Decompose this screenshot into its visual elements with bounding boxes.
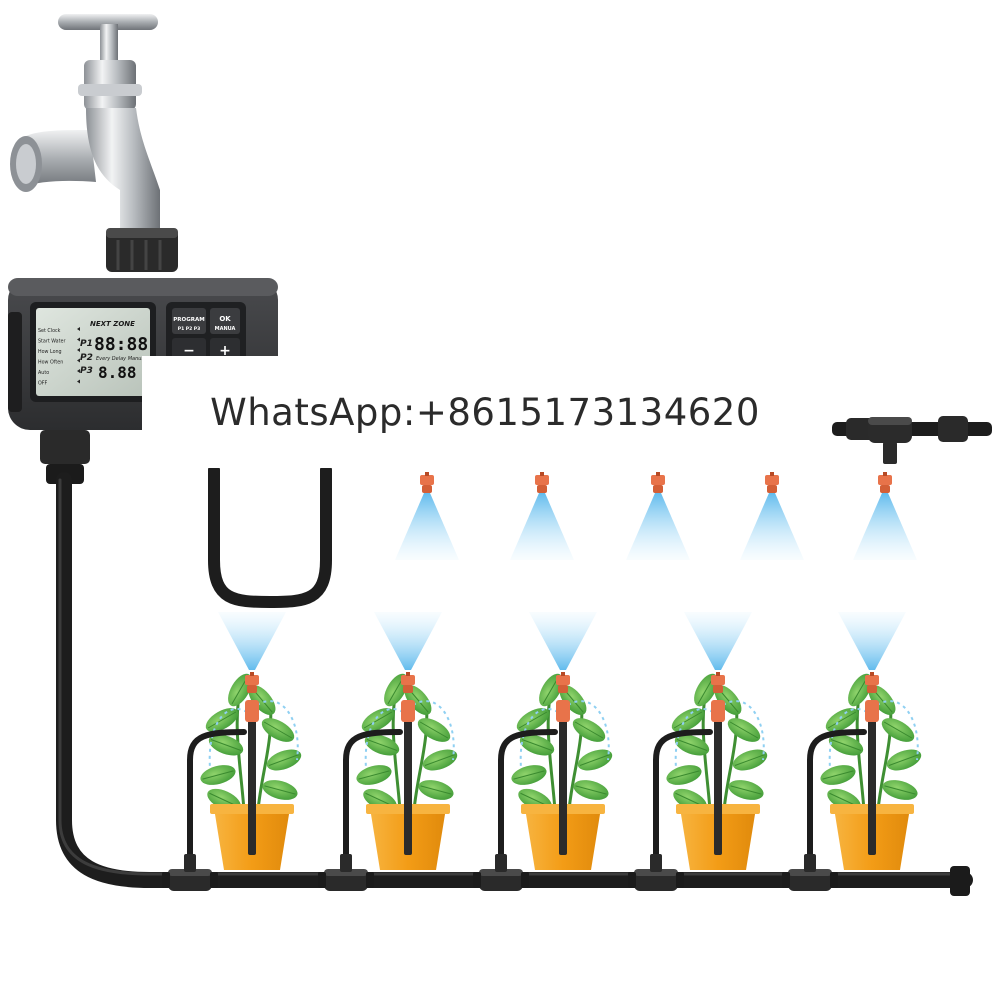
drip-stake-icon — [711, 672, 725, 855]
lcd-next-zone: NEXT ZONE — [90, 320, 135, 328]
leaf-icon — [725, 776, 767, 804]
drip-stake-icon — [401, 672, 415, 855]
spray-icon — [374, 612, 442, 670]
lcd-menu-item: OFF — [38, 381, 48, 387]
spray-icon — [853, 493, 917, 560]
mist-nozzle-icon — [510, 472, 574, 560]
mist-nozzle-icon — [626, 472, 690, 560]
leaf-icon — [817, 761, 859, 789]
leaf-icon — [663, 761, 705, 789]
program-button-label: PROGRAM — [173, 317, 204, 323]
leaf-icon — [879, 776, 921, 804]
program-button-sublabel: P1 P2 P3 — [178, 326, 200, 332]
potted-plant-icon — [782, 612, 925, 891]
spray-icon — [838, 612, 906, 670]
drip-stake-icon — [556, 672, 570, 855]
lcd-arrow-icon — [77, 379, 80, 384]
tee-connector-icon — [162, 854, 218, 891]
plus-button-label: + — [219, 343, 231, 359]
spray-icon — [626, 493, 690, 560]
potted-plant-icon — [628, 612, 771, 891]
lcd-arrow-icon — [77, 369, 80, 373]
tee-connector-icon — [868, 417, 912, 464]
feeder-tube — [807, 729, 867, 865]
lcd-digits-p3: 8.88 — [98, 363, 137, 382]
tee-connector-icon — [473, 854, 529, 891]
tee-connector-icon — [318, 854, 374, 891]
potted-plant-icon — [162, 612, 305, 891]
lcd-flags: Every Delay Manual — [96, 356, 147, 362]
lcd-arrow-icon — [77, 327, 80, 331]
leaf-icon — [353, 761, 395, 789]
spray-icon — [510, 493, 574, 560]
lcd-menu-item: Auto — [38, 370, 49, 376]
spray-icon — [218, 612, 286, 670]
leaf-icon — [508, 761, 550, 789]
end-plug-icon — [950, 866, 970, 896]
spray-icon — [740, 493, 804, 560]
whatsapp-contact: WhatsApp:+8615173134620 — [210, 390, 760, 434]
drip-stake-icon — [865, 672, 879, 855]
lcd-arrow-icon — [77, 348, 80, 352]
ok-button-label: OK — [219, 315, 231, 323]
lcd-p2: P2 — [80, 353, 93, 363]
lcd-screen — [36, 308, 150, 396]
mist-nozzle-icon — [395, 472, 459, 560]
potted-plant-icon — [318, 612, 461, 891]
lcd-menu-item: How Often — [38, 360, 63, 366]
leaf-icon — [415, 776, 457, 804]
feeder-tube — [498, 729, 558, 865]
lcd-menu-item: How Long — [38, 349, 62, 355]
hanging-misters — [395, 472, 917, 560]
lcd-p1: P1 — [80, 339, 93, 349]
lcd-arrow-icon — [77, 337, 80, 342]
faucet-icon — [10, 14, 178, 272]
lcd-menu-item: Set Clock — [38, 328, 61, 334]
overhead-line — [832, 416, 992, 464]
lcd-digits-p1: 88:88 — [94, 334, 148, 355]
potted-plant-icon — [473, 612, 616, 891]
manual-button-label: MANUA — [215, 326, 236, 332]
leaf-icon — [259, 776, 301, 804]
tee-connector-icon — [628, 854, 684, 891]
loop-hose — [208, 464, 332, 609]
mist-nozzle-icon — [740, 472, 804, 560]
lcd-arrow-icon — [77, 358, 80, 363]
leaf-icon — [197, 761, 239, 789]
spray-icon — [529, 612, 597, 670]
mist-nozzle-icon — [853, 472, 917, 560]
lcd-p3: P3 — [80, 366, 93, 376]
feeder-tube — [653, 729, 713, 865]
minus-button-label: − — [183, 343, 195, 359]
supply-hose — [56, 472, 973, 888]
spray-icon — [395, 493, 459, 560]
contact-banner: WhatsApp:+8615173134620 — [142, 356, 828, 468]
lcd-menu-item: Start Water — [38, 339, 65, 345]
feeder-tube — [343, 729, 403, 865]
plant-stations — [162, 612, 925, 891]
drip-stake-icon — [245, 672, 259, 855]
program-button[interactable] — [172, 308, 206, 334]
ok-button[interactable] — [210, 308, 240, 334]
leaf-icon — [570, 776, 612, 804]
feeder-tube — [187, 729, 247, 865]
tee-connector-icon — [782, 854, 838, 891]
spray-icon — [684, 612, 752, 670]
